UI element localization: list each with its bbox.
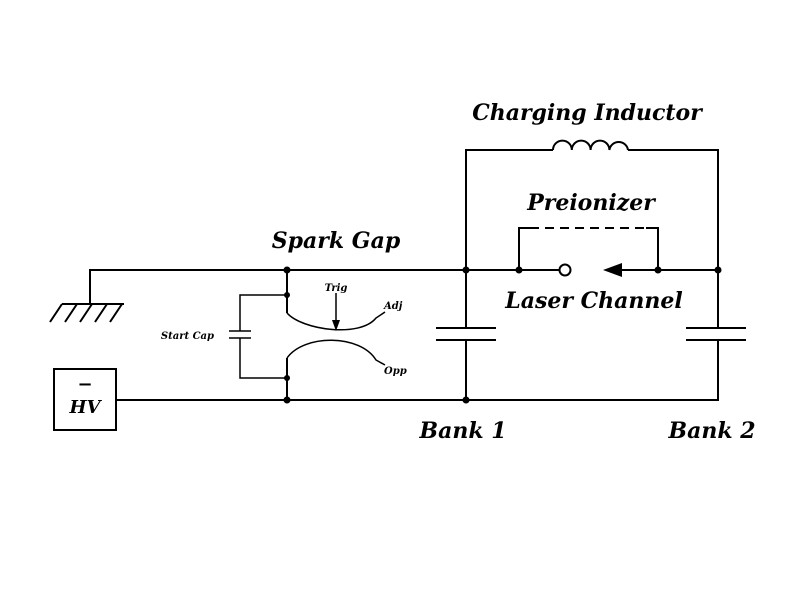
top-rail-wire — [89, 269, 565, 300]
junction-dot — [284, 375, 290, 381]
trig-label: Trig — [325, 283, 348, 294]
junction-dot — [654, 266, 662, 274]
adj-label: Adj — [383, 301, 403, 312]
laser-electrode-circle-icon — [558, 263, 572, 277]
bank2-label: Bank 2 — [667, 418, 755, 444]
junction-dot — [283, 266, 291, 274]
opp-label: Opp — [384, 366, 407, 377]
trigger-arrow-icon — [332, 320, 340, 331]
inductor-left-wire — [465, 149, 553, 270]
start-cap-upper-wire — [239, 294, 287, 331]
laser-channel-label: Laser Channel — [504, 288, 682, 314]
preionizer-label: Preionizer — [526, 190, 656, 216]
preionizer-left-leg — [518, 227, 530, 270]
preionizer-right-leg — [646, 227, 659, 270]
charging-inductor-label: Charging Inductor — [472, 100, 703, 126]
start-cap-label: Start Cap — [161, 331, 214, 342]
junction-dot — [515, 266, 523, 274]
ground-icon — [49, 303, 124, 323]
spark-gap-label: Spark Gap — [272, 228, 401, 254]
inductor-right-wire — [628, 149, 719, 270]
junction-dot — [283, 396, 291, 404]
inductor-coil-icon — [552, 139, 629, 151]
junction-dot — [714, 266, 722, 274]
bank1-label: Bank 1 — [418, 418, 506, 444]
hv-label: HV — [69, 397, 103, 418]
junction-dot — [462, 266, 470, 274]
junction-dot — [462, 396, 470, 404]
hv-supply-box — [53, 368, 117, 431]
start-cap-lower-wire — [239, 338, 287, 379]
junction-dot — [284, 292, 290, 298]
laser-electrode-arrow-icon — [603, 263, 622, 277]
spark-gap-lower-electrode — [286, 339, 386, 366]
hv-sign-label: − — [77, 374, 92, 395]
bottom-rail-wire — [116, 340, 719, 401]
